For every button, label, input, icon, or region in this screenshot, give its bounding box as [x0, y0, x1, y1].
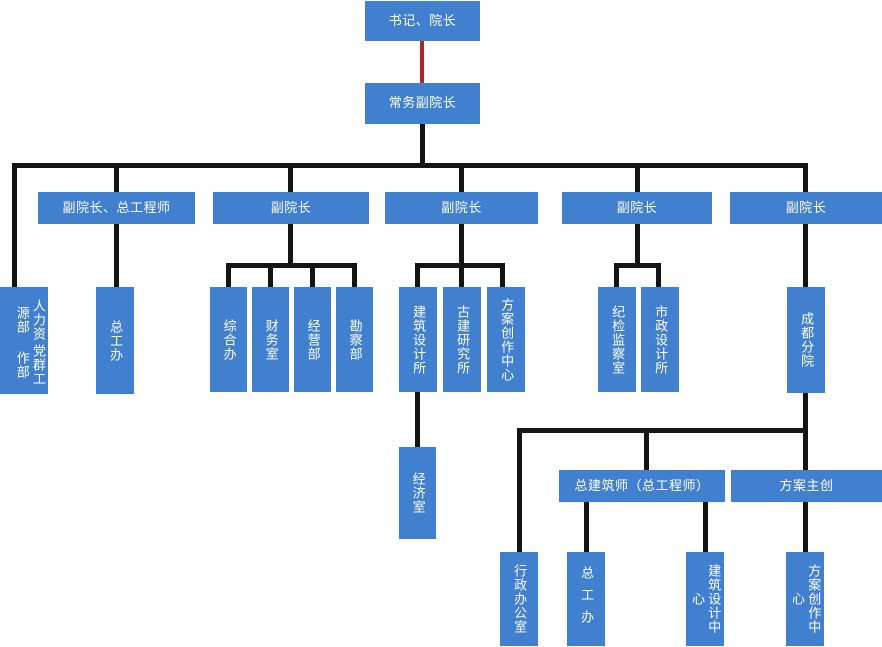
node-vp-3[interactable]: 副院长 [385, 192, 538, 224]
node-label: 经营部 [305, 318, 321, 361]
connector-vp-bus [12, 163, 807, 168]
node-label: 总工办 [579, 566, 595, 632]
node-scheme-creation-center[interactable]: 方案创作中心 [487, 287, 525, 392]
connector-bus-to-vp-4 [635, 163, 640, 193]
connector-bus-to-discipline [614, 263, 619, 288]
node-label-party-affairs: 党群工作部 [14, 344, 46, 387]
node-chengdu-chief-architect[interactable]: 总建筑师（总工程师） [559, 470, 725, 502]
connector-chief-architect-to-chief-eng-office [584, 502, 589, 553]
node-discipline-inspection-office[interactable]: 纪检监察室 [598, 287, 636, 392]
node-label: 副院长、总工程师 [62, 199, 171, 215]
node-label: 财务室 [263, 318, 279, 361]
node-label: 古建研究所 [455, 304, 471, 375]
connector-bus-to-operations [310, 263, 315, 288]
node-label: 综合办 [221, 318, 237, 361]
node-architecture-design-institute[interactable]: 建筑设计所 [399, 287, 437, 392]
node-hr-and-party-affairs[interactable]: 人力资源部 党群工作部 [0, 287, 48, 394]
node-survey-department[interactable]: 勘察部 [336, 287, 373, 392]
node-chengdu-branch[interactable]: 成都分院 [787, 287, 825, 393]
connector-root-to-exec-vp [420, 40, 424, 84]
connector-bus-to-scheme-center [500, 263, 505, 288]
node-operations-department[interactable]: 经营部 [294, 287, 331, 392]
connector-vp4-bus [614, 263, 661, 268]
connector-chengdu-drop [803, 392, 808, 432]
connector-chengdu-to-chief-architect [644, 428, 649, 470]
node-label: 方案创作中心 [790, 564, 822, 634]
node-label: 行政办公室 [512, 564, 528, 634]
node-general-office[interactable]: 综合办 [210, 287, 247, 392]
node-chengdu-scheme-creation-center[interactable]: 方案创作中心 [786, 552, 824, 646]
node-label: 总工办 [108, 319, 124, 362]
connector-bus-to-vp-2 [288, 163, 293, 193]
node-label: 经济室 [410, 472, 426, 514]
node-label: 副院长 [616, 199, 658, 215]
connector-bus-to-vp-3 [459, 163, 464, 193]
node-label: 副院长 [441, 199, 482, 215]
node-executive-vice-president[interactable]: 常务副院长 [365, 83, 480, 124]
node-vp-5[interactable]: 副院长 [730, 192, 882, 224]
node-label: 总建筑师（总工程师） [574, 477, 710, 493]
connector-bus-to-general-office [226, 263, 231, 288]
node-label: 常务副院长 [388, 95, 457, 111]
connector-exec-vp-drop [420, 124, 425, 166]
connector-vp4-drop [635, 224, 640, 266]
connector-bus-to-finance [268, 263, 273, 288]
node-vp-chief-engineer[interactable]: 副院长、总工程师 [38, 192, 195, 224]
node-chengdu-chief-engineer-office[interactable]: 总工办 [567, 552, 605, 646]
node-ancient-architecture-institute[interactable]: 古建研究所 [443, 287, 481, 392]
connector-chengdu-bus [517, 428, 808, 433]
node-chengdu-admin-office[interactable]: 行政办公室 [500, 552, 538, 646]
node-label: 成都分院 [799, 312, 815, 368]
node-chief-engineer-office[interactable]: 总工办 [96, 287, 134, 394]
node-chengdu-architecture-design-center[interactable]: 建筑设计中心 [686, 552, 724, 646]
node-label: 书记、院长 [388, 12, 457, 28]
connector-bus-to-vp-5 [803, 163, 808, 193]
node-label: 建筑设计所 [411, 304, 427, 375]
connector-bus-to-municipal [656, 263, 661, 288]
node-chengdu-scheme-lead[interactable]: 方案主创 [731, 470, 882, 502]
connector-chengdu-to-admin-office [517, 428, 522, 553]
node-vp-2[interactable]: 副院长 [213, 192, 369, 224]
node-label: 方案主创 [779, 477, 834, 493]
node-label: 勘察部 [347, 318, 363, 361]
connector-bus-to-hr [12, 163, 17, 288]
connector-scheme-lead-to-scheme-center [803, 502, 808, 553]
node-label: 方案创作中心 [499, 297, 515, 382]
connector-vp3-drop [459, 224, 464, 266]
connector-bus-to-survey [352, 263, 357, 288]
connector-bus-to-ancient-arch [459, 263, 464, 288]
node-label: 副院长 [270, 199, 312, 215]
node-label: 副院长 [785, 199, 827, 215]
connector-arch-design-to-economics [415, 392, 420, 448]
node-vp-4[interactable]: 副院长 [562, 192, 712, 224]
node-label: 市政设计所 [653, 304, 669, 375]
connector-vp2-drop [288, 224, 293, 266]
node-label-hr: 人力资源部 [14, 298, 46, 341]
node-root-secretary-president[interactable]: 书记、院长 [365, 1, 480, 41]
connector-vp1-to-chief-eng-office [114, 224, 119, 288]
connector-bus-to-vp-1 [114, 163, 119, 193]
node-municipal-design-institute[interactable]: 市政设计所 [641, 287, 679, 392]
node-label: 建筑设计中心 [690, 564, 722, 634]
connector-bus-to-arch-design [415, 263, 420, 288]
connector-vp5-to-chengdu [803, 224, 808, 288]
connector-chengdu-to-scheme-lead [803, 428, 808, 470]
connector-chief-architect-to-arch-center [703, 502, 708, 553]
node-economics-office[interactable]: 经济室 [399, 447, 436, 539]
connector-vp2-bus [226, 263, 357, 268]
node-finance-office[interactable]: 财务室 [252, 287, 289, 392]
node-label: 纪检监察室 [610, 304, 626, 375]
